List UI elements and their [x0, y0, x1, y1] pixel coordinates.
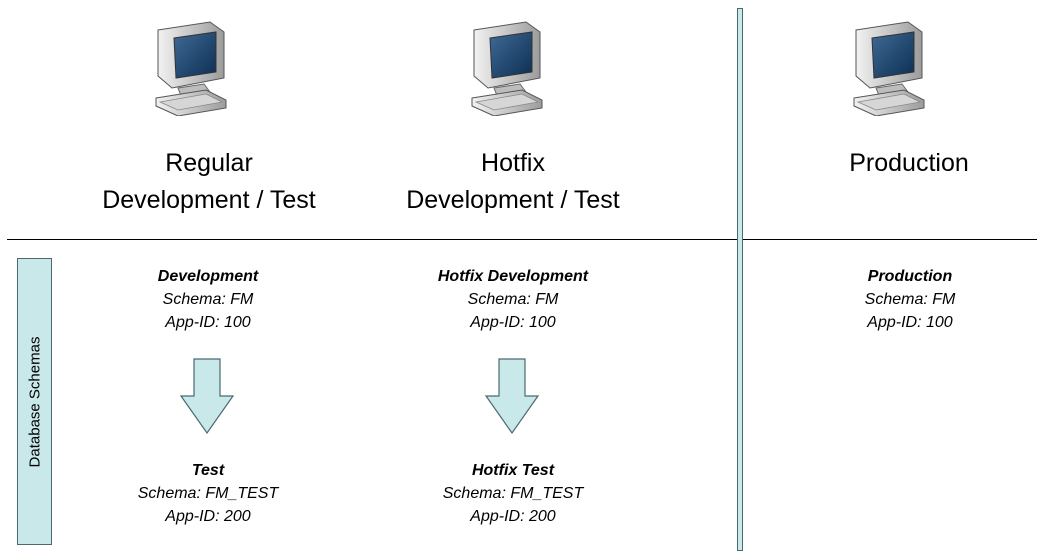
- schema-name: Hotfix Development: [437, 268, 589, 285]
- schema-value: Schema: FM: [467, 291, 559, 308]
- schema-value: Schema: FM: [864, 291, 956, 308]
- env-label-regular: Regular Development / Test: [79, 145, 339, 219]
- database-schemas-label: Database Schemas: [26, 336, 43, 467]
- schema-block-development: Development Schema: FM App-ID: 100: [98, 265, 318, 334]
- schema-value: Schema: FM_TEST: [137, 485, 279, 502]
- vertical-divider: [737, 8, 743, 551]
- env-label-line1: Hotfix: [481, 149, 545, 177]
- horizontal-divider-right: [743, 239, 1037, 240]
- schema-name: Test: [191, 462, 225, 479]
- env-label-production: Production: [779, 145, 1037, 182]
- schema-block-production: Production Schema: FM App-ID: 100: [800, 265, 1020, 334]
- schema-name: Production: [867, 268, 953, 285]
- app-id-value: App-ID: 200: [165, 508, 251, 525]
- app-id-value: App-ID: 200: [470, 508, 556, 525]
- app-id-value: App-ID: 100: [165, 314, 251, 331]
- schema-block-hotfix-development: Hotfix Development Schema: FM App-ID: 10…: [403, 265, 623, 334]
- app-id-value: App-ID: 100: [470, 314, 556, 331]
- schema-name: Hotfix Test: [471, 462, 555, 479]
- env-label-line2: Development / Test: [406, 186, 620, 214]
- schema-block-test: Test Schema: FM_TEST App-ID: 200: [98, 459, 318, 528]
- schema-value: Schema: FM_TEST: [442, 485, 584, 502]
- horizontal-divider-left: [7, 239, 737, 240]
- env-label-line1: Regular: [165, 149, 253, 177]
- schema-block-hotfix-test: Hotfix Test Schema: FM_TEST App-ID: 200: [403, 459, 623, 528]
- env-label-line1: Production: [849, 149, 969, 177]
- schema-name: Development: [157, 268, 259, 285]
- schema-value: Schema: FM: [162, 291, 254, 308]
- database-schemas-label-box: Database Schemas: [17, 258, 52, 545]
- app-id-value: App-ID: 100: [867, 314, 953, 331]
- env-label-line2: Development / Test: [102, 186, 316, 214]
- computer-icon: [853, 21, 925, 116]
- down-arrow-icon: [485, 358, 539, 434]
- computer-icon: [471, 21, 543, 116]
- down-arrow-icon: [180, 358, 234, 434]
- env-label-hotfix: Hotfix Development / Test: [383, 145, 643, 219]
- computer-icon: [155, 21, 227, 116]
